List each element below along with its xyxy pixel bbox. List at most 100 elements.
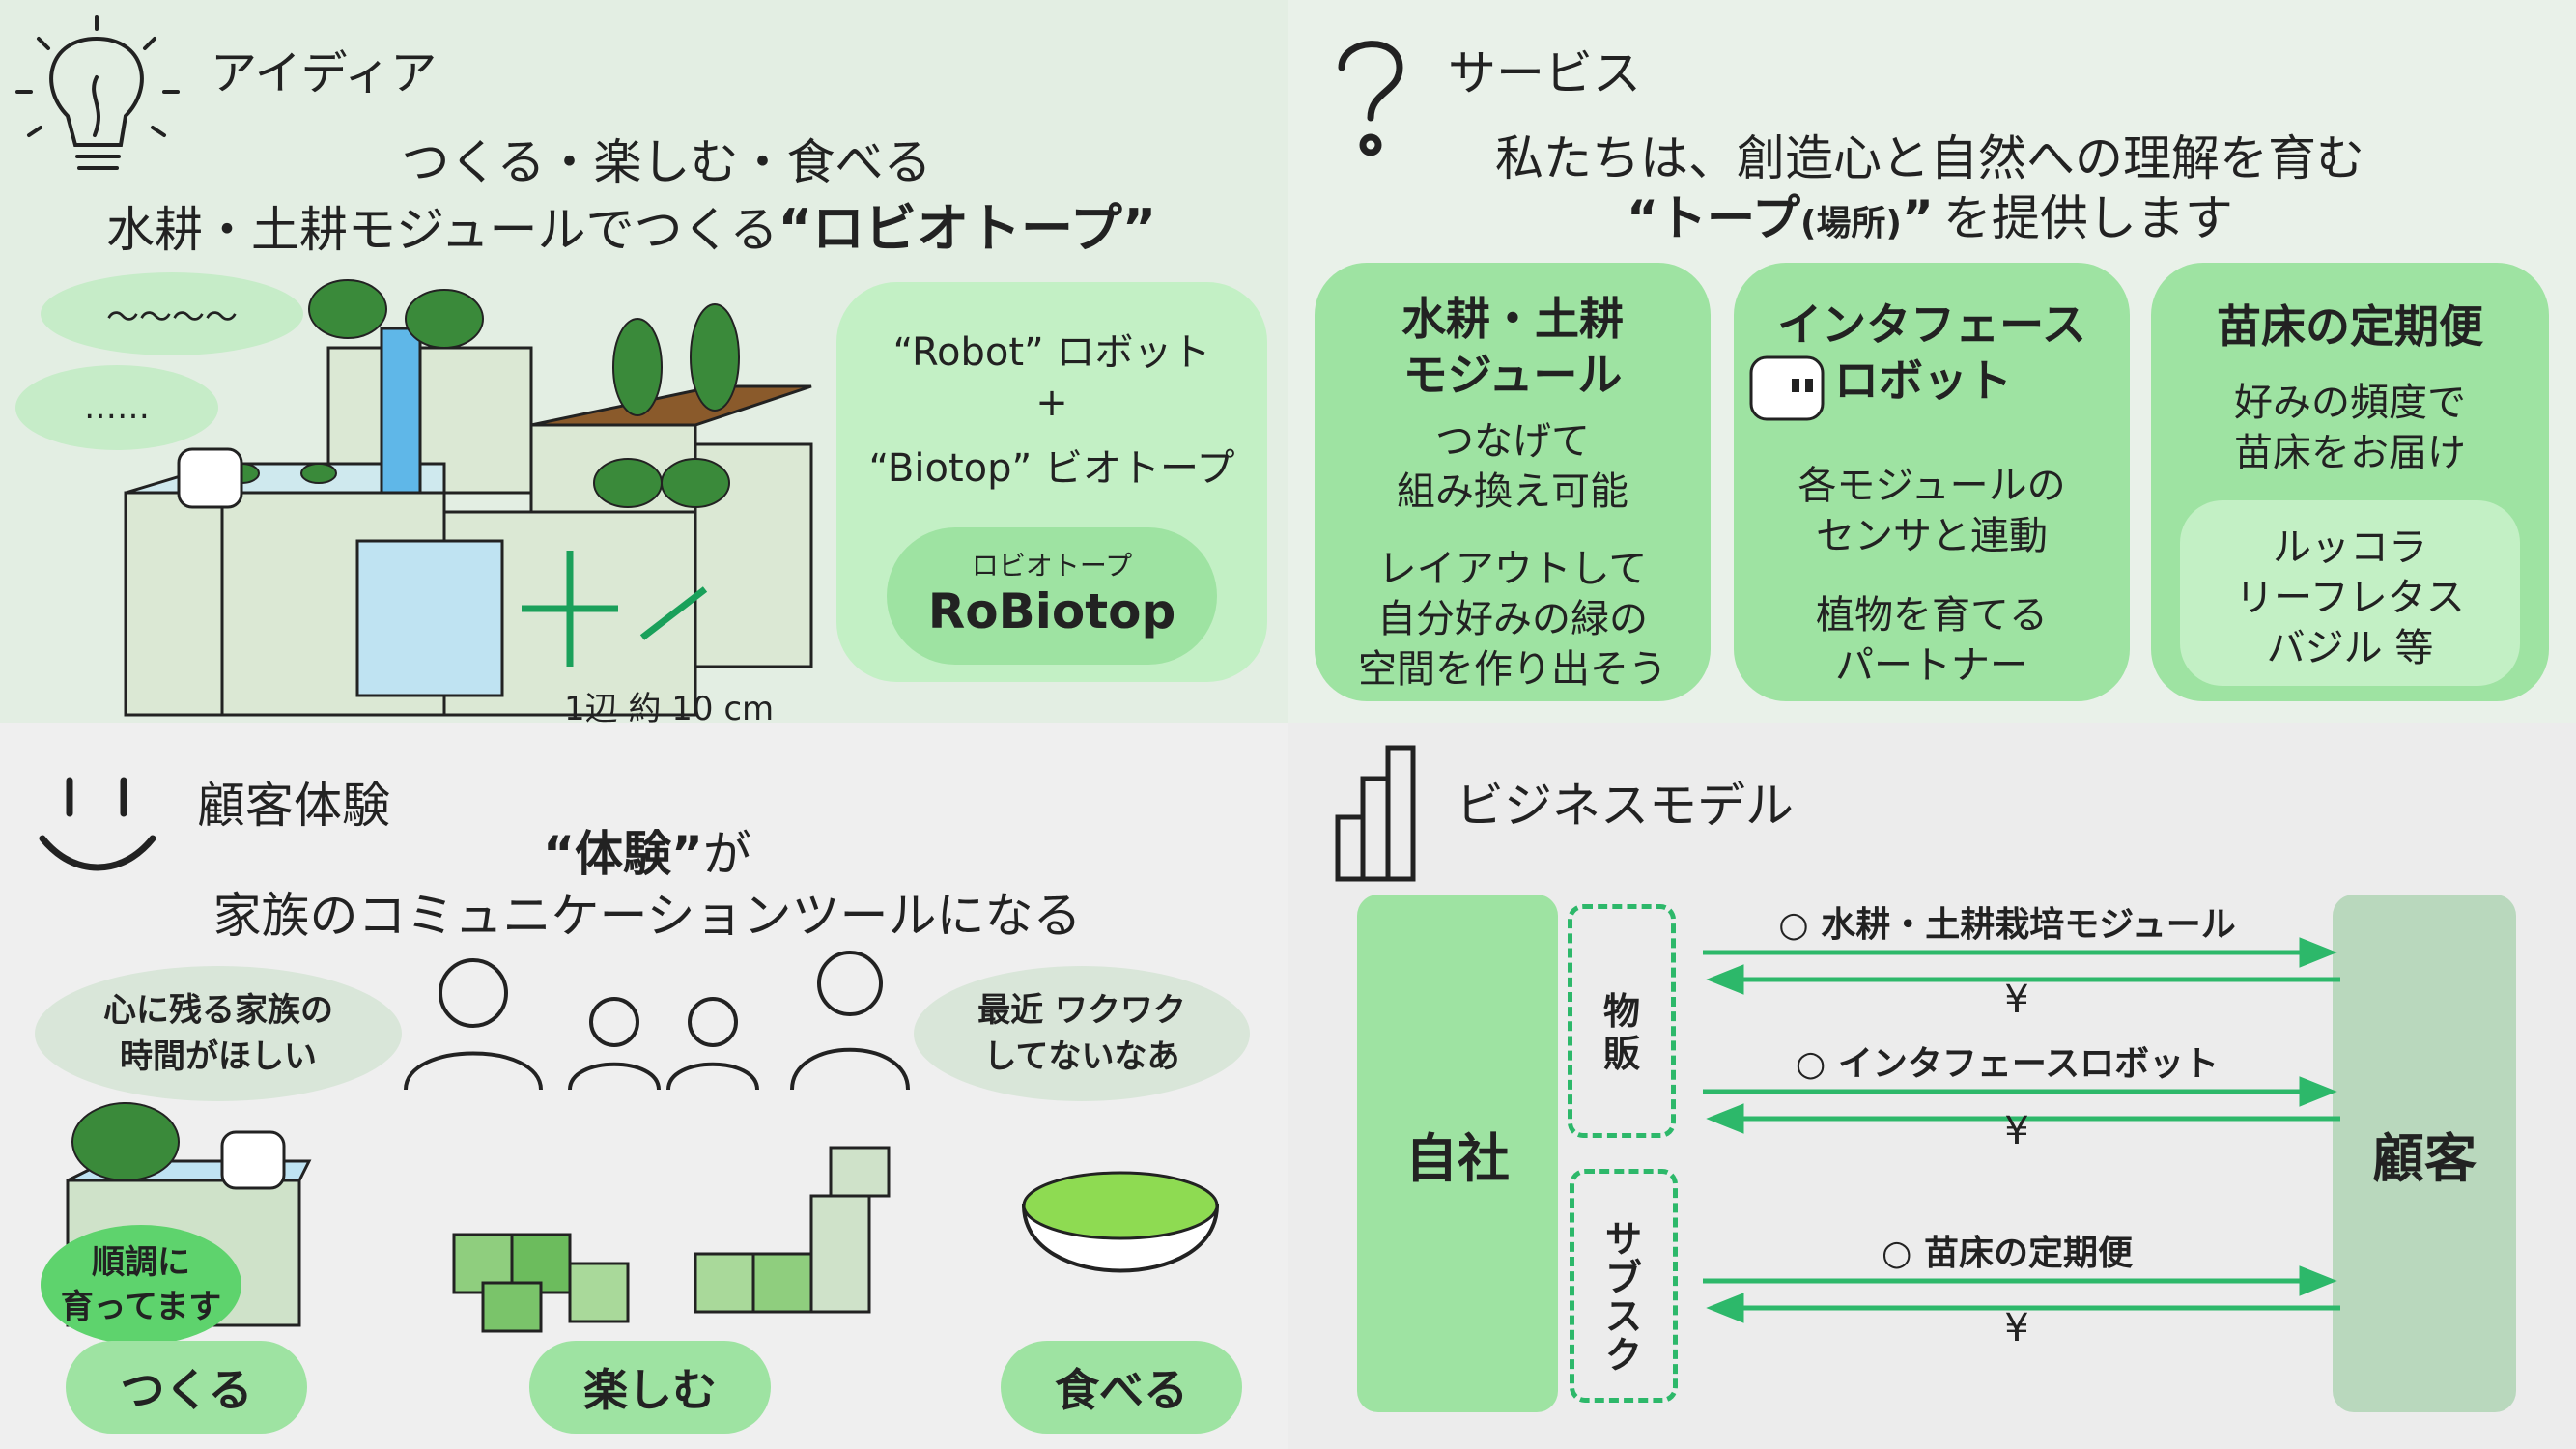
card3-title1: 苗床の定期便 [2217, 300, 2483, 353]
sales-box [1568, 904, 1676, 1138]
step-make: つくる [66, 1341, 307, 1434]
flow2-yen: ¥ [2004, 1109, 2029, 1153]
size-note: 1辺 約 10 cm [564, 690, 775, 723]
card2-t3: 植物を育てる [1816, 593, 2048, 638]
bubble-grow-line1: 順調に [92, 1243, 190, 1282]
flow2-arrows [1703, 1076, 2340, 1134]
service-line2: “トープ(場所)”を提供します [1384, 180, 2476, 249]
name-card-kana: ロビオトープ [971, 550, 1133, 582]
card2-t4: パートナー [1835, 643, 2028, 688]
card1-t1: つなげて [1435, 419, 1590, 464]
name-card-name: RoBiotop [927, 583, 1176, 639]
idea-line2-prefix: 水耕・土耕モジュールでつくる [106, 202, 778, 258]
name-card-plus: + [1035, 381, 1068, 425]
bubble-right: 最近 ワクワク してないなあ [914, 966, 1250, 1101]
name-card-robot: “Robot” ロボット [892, 330, 1211, 375]
question-icon [1338, 41, 1403, 156]
flow3-label: ○ 苗床の定期便 [1882, 1234, 2133, 1273]
experience-line1-strong: “体験” [543, 826, 703, 882]
bubble-grow: 順調に 育ってます [41, 1225, 241, 1345]
idea-line2-strong: “ロビオトープ” [778, 198, 1157, 259]
bar-chart-icon [1335, 745, 1416, 882]
speech-bubble-1-text: 〜〜〜〜 [106, 298, 238, 337]
subsc-char-4: ク [1604, 1334, 1642, 1377]
card1-t3: レイアウトして [1377, 547, 1648, 591]
step-eat-label: 食べる [1055, 1364, 1188, 1416]
experience-line2: 家族のコミュニケーションツールになる [212, 888, 1082, 944]
customer-box: 顧客 [2333, 895, 2516, 1412]
flow3-yen: ¥ [2004, 1306, 2029, 1350]
experience-section: 顧客体験 “体験”が 家族のコミュニケーションツールになる 心に残る家族の 時間… [0, 723, 1288, 1449]
self-box: 自社 [1357, 895, 1558, 1412]
idea-heading: アイディア [211, 46, 438, 100]
name-card-pill [887, 527, 1217, 665]
robot-cube-icon [220, 1130, 286, 1190]
bubble-left-line1: 心に残る家族の [103, 991, 333, 1030]
step-enjoy: 楽しむ [529, 1341, 771, 1434]
card3-t1: 好みの頻度で [2234, 381, 2466, 425]
card1-title2: モジュール [1402, 349, 1623, 401]
flow1-arrows [1703, 937, 2340, 995]
speech-bubble-2: …… [15, 365, 218, 450]
idea-section: アイディア つくる・楽しむ・食べる 水耕・土耕モジュールでつくる“ロビオトープ”… [0, 0, 1288, 723]
card3-i2: リーフレタス [2235, 576, 2465, 620]
family-illustration [404, 951, 910, 1091]
idea-line2: 水耕・土耕モジュールでつくる“ロビオトープ” [106, 185, 1156, 262]
sales-char-1: 物 [1602, 990, 1640, 1033]
service-section: サービス 私たちは、創造心と自然への理解を育む “トープ(場所)”を提供します … [1288, 0, 2576, 723]
flow3-arrows [1703, 1265, 2340, 1323]
sales-char-2: 販 [1602, 1033, 1640, 1075]
experience-heading: 顧客体験 [197, 778, 390, 834]
bubble-right-line2: してないなあ [983, 1037, 1180, 1076]
service-line2-close: ” [1901, 190, 1934, 246]
card3-inner-box [2180, 500, 2520, 686]
lightbulb-icon [15, 15, 180, 170]
experience-line1-rest: が [702, 826, 751, 882]
service-heading: サービス [1448, 45, 1641, 101]
service-card-module [1315, 263, 1711, 701]
speech-bubble-2-text: …… [84, 388, 150, 427]
service-line2-small: (場所) [1800, 204, 1902, 243]
card3-i1: ルッコラ [2273, 526, 2427, 570]
card1-t2: 組み換え可能 [1397, 469, 1628, 514]
bubble-left-line2: 時間がほしい [120, 1037, 317, 1076]
subsc-char-1: サ [1604, 1218, 1642, 1261]
card3-t2: 苗床をお届け [2234, 431, 2466, 475]
card1-title1: 水耕・土耕 [1401, 293, 1624, 345]
bubble-left: 心に残る家族の 時間がほしい [35, 966, 402, 1101]
card2-t1: 各モジュールの [1798, 464, 2066, 508]
business-section: ビジネスモデル 自社 顧客 物 販 サ ブ ス ク ○ 水耕・土耕栽培モジュール… [1288, 723, 2576, 1449]
subsc-char-2: ブ [1604, 1257, 1642, 1299]
service-line2-strong: “トープ [1627, 190, 1801, 246]
experience-line1: “体験”が [386, 815, 908, 885]
bubble-grow-line2: 育ってます [60, 1288, 222, 1326]
speech-bubble-1: 〜〜〜〜 [41, 272, 303, 355]
subscription-box [1570, 1169, 1678, 1403]
robot-cube-icon [177, 447, 243, 509]
flow1-label: ○ 水耕・土耕栽培モジュール [1778, 905, 2236, 945]
step-eat: 食べる [1001, 1341, 1242, 1434]
bubble-right-line1: 最近 ワクワク [977, 991, 1186, 1030]
service-card-robot [1734, 263, 2130, 701]
business-heading: ビジネスモデル [1456, 778, 1794, 834]
card2-title2: ロボット [1834, 355, 2012, 407]
service-line2-rest: を提供します [1942, 190, 2233, 246]
card1-t5: 空間を作り出そう [1358, 647, 1667, 692]
card2-title1: インタフェース [1777, 298, 2086, 351]
idea-line1: つくる・楽しむ・食べる [401, 134, 932, 190]
step-make-label: つくる [120, 1364, 253, 1416]
card2-t2: センサと連動 [1816, 514, 2048, 558]
self-label: 自社 [1405, 1127, 1510, 1189]
enjoy-illustration [452, 1146, 891, 1333]
service-line1: 私たちは、創造心と自然への理解を育む [1495, 130, 2364, 186]
flow2-label: ○ インタフェースロボット [1795, 1044, 2220, 1084]
card1-t4: 自分好みの緑の [1377, 597, 1648, 641]
name-card-biotop: “Biotop” ビオトープ [868, 446, 1235, 491]
step-enjoy-label: 楽しむ [583, 1364, 717, 1416]
customer-label: 顧客 [2372, 1127, 2477, 1189]
card3-i3: バジル 等 [2266, 626, 2434, 670]
salad-bowl-icon [1021, 1171, 1220, 1273]
module-illustration [124, 279, 813, 717]
robot-cube-icon [1749, 355, 1825, 421]
smile-icon [39, 777, 156, 871]
